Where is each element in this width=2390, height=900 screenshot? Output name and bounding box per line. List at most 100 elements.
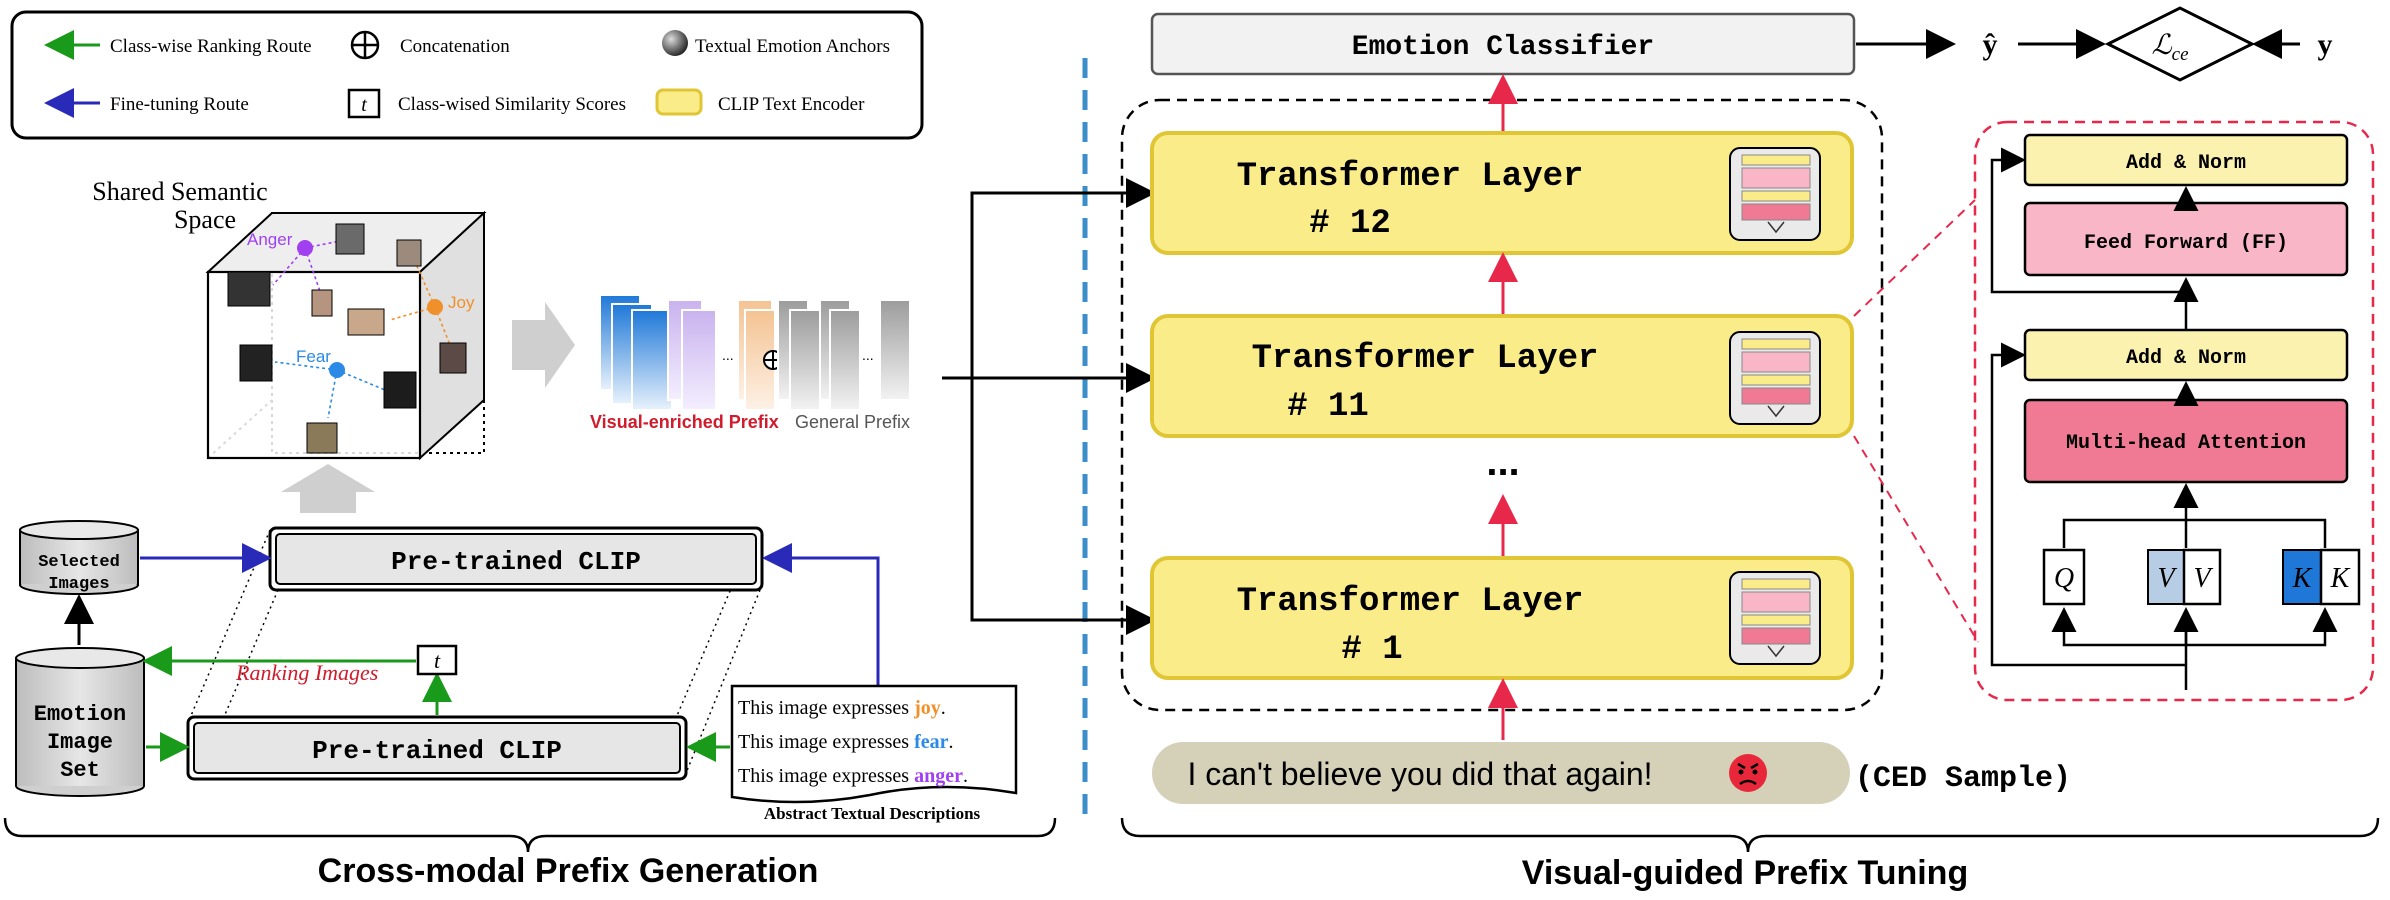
value-label: V (2193, 563, 2213, 594)
layer11-number: # 11 (1287, 388, 1369, 426)
thumbnail-image (227, 271, 271, 307)
key-prefix-label: K (2292, 563, 2313, 594)
right-brace (1120, 817, 2380, 853)
sample-text: I can't believe you did that again! (1187, 756, 1652, 792)
transformer-layer-1: Transformer Layer # 1 (1150, 556, 1854, 680)
clip-top-label: Pre-trained CLIP (391, 547, 641, 577)
prefix-arrow-1 (970, 378, 1156, 635)
prefix-arrow-12 (942, 178, 1156, 380)
desc-line-fear: This image expresses fear. (738, 731, 954, 753)
similarity-box-icon (347, 88, 381, 119)
legend-ranking-label: Class-wise Ranking Route (110, 36, 312, 57)
zoom-line-top (1853, 199, 1976, 317)
detail-arrows (1990, 147, 2338, 690)
t-box (416, 644, 458, 676)
right-section-title: Visual-guided Prefix Tuning (1522, 854, 1968, 892)
clip-bottom-label: Pre-trained CLIP (312, 736, 562, 766)
key-prefix-box (2282, 549, 2322, 605)
thumbnail-image (439, 342, 467, 374)
prefix-ellipsis-2: ... (862, 347, 874, 363)
emotion-set-line1: Emotion (34, 702, 126, 727)
legend-finetune-label: Fine-tuning Route (110, 94, 249, 115)
ranking-images-label: Ranking Images (235, 660, 378, 685)
thumbnail-image (239, 344, 273, 382)
value-prefix-label: V (2157, 563, 2177, 594)
text-encoder-icon (655, 88, 703, 116)
anger-label: Anger (247, 230, 293, 249)
detail-mha: Multi-head Attention (2023, 398, 2349, 484)
emotion-set-line3: Set (60, 758, 100, 783)
concatenation-icon (350, 30, 380, 60)
left-brace (3, 817, 1057, 853)
emotion-set-line2: Image (47, 730, 113, 755)
layer12-title: Transformer Layer (1237, 158, 1584, 196)
thumbnail-image (311, 289, 333, 317)
thumbnail-image (335, 223, 365, 255)
loss-symbol: ℒce (2151, 30, 2188, 65)
layer-ellipsis: ... (1486, 440, 1519, 484)
layer-detail-panel (1973, 120, 2375, 702)
angry-face-icon (1729, 754, 1767, 792)
space-title-line1: Shared Semantic (92, 177, 267, 206)
general-prefix-label: General Prefix (795, 412, 910, 432)
thumbnail-image (396, 239, 422, 267)
classifier-label: Emotion Classifier (1352, 32, 1654, 63)
selected-images-db: Selected Images (19, 520, 139, 595)
zoom-line-bottom (1853, 435, 1979, 643)
layer12-number: # 12 (1309, 205, 1391, 243)
joy-label: Joy (448, 293, 475, 312)
legend-t: t (361, 94, 367, 116)
legend-scores-label: Class-wised Similarity Scores (398, 94, 626, 115)
sample-tag: (CED Sample) (1855, 762, 2071, 796)
feed-forward-label: Feed Forward (FF) (2084, 232, 2288, 255)
legend-encoder-label: CLIP Text Encoder (718, 94, 865, 115)
mha-label: Multi-head Attention (2066, 432, 2306, 455)
clip-bottom-box: Pre-trained CLIP (186, 715, 688, 781)
detail-add-norm-bottom: Add & Norm (2023, 328, 2349, 382)
layer1-title: Transformer Layer (1237, 583, 1584, 621)
clip-top-box: Pre-trained CLIP (268, 526, 764, 592)
transformer-layer-12: Transformer Layer # 12 (1150, 131, 1854, 255)
detail-add-norm-top: Add & Norm (2023, 133, 2349, 187)
space-title-line2: Space (174, 205, 236, 234)
selected-images-line2: Images (48, 575, 109, 594)
emotion-image-set-db: Emotion Image Set (15, 647, 145, 797)
key-label: K (2330, 563, 2351, 594)
visual-prefix-label: Visual-enriched Prefix (590, 412, 779, 432)
add-norm-top-label: Add & Norm (2126, 152, 2246, 175)
y-hat: ŷ (1983, 28, 1998, 61)
blue-arrow-desc (762, 543, 880, 688)
desc-line-joy: This image expresses joy. (738, 697, 946, 719)
add-norm-bottom-label: Add & Norm (2126, 347, 2246, 370)
ced-sample: I can't believe you did that again! (1152, 742, 1850, 804)
value-box (2182, 548, 2222, 606)
thumbnail-image (347, 308, 385, 336)
layer-icon (1729, 331, 1821, 425)
layer-icon (1729, 571, 1821, 665)
text-descriptions: This image expresses joy. This image exp… (730, 684, 1018, 823)
prefix-ellipsis: ... (722, 347, 734, 363)
desc-line-anger: This image expresses anger. (738, 765, 968, 787)
layer-icon (1729, 147, 1821, 241)
query-label: Q (2054, 563, 2074, 594)
big-arrow-right-icon (512, 302, 575, 388)
left-section-title: Cross-modal Prefix Generation (318, 852, 819, 890)
layer1-number: # 1 (1341, 631, 1402, 669)
query-box (2042, 548, 2086, 606)
thumbnail-image (306, 422, 338, 454)
t-symbol: t (434, 648, 441, 673)
legend: Class-wise Ranking Route Concatenation T… (10, 10, 924, 140)
legend-anchor-label: Textual Emotion Anchors (695, 36, 890, 57)
key-box (2319, 548, 2361, 606)
desc-caption: Abstract Textual Descriptions (764, 804, 981, 823)
thumbnail-image (383, 371, 417, 409)
emotion-classifier: Emotion Classifier (1150, 12, 1856, 76)
legend-concat-label: Concatenation (400, 36, 510, 57)
selected-images-line1: Selected (38, 553, 120, 572)
y-label: y (2318, 28, 2333, 61)
layer11-title: Transformer Layer (1252, 340, 1599, 378)
anchor-icon (662, 30, 688, 56)
semantic-space: Shared Semantic Space Anger Joy Fear (92, 177, 487, 461)
prefix-group: ... ... Visual-enriched Prefix General P… (590, 294, 911, 432)
